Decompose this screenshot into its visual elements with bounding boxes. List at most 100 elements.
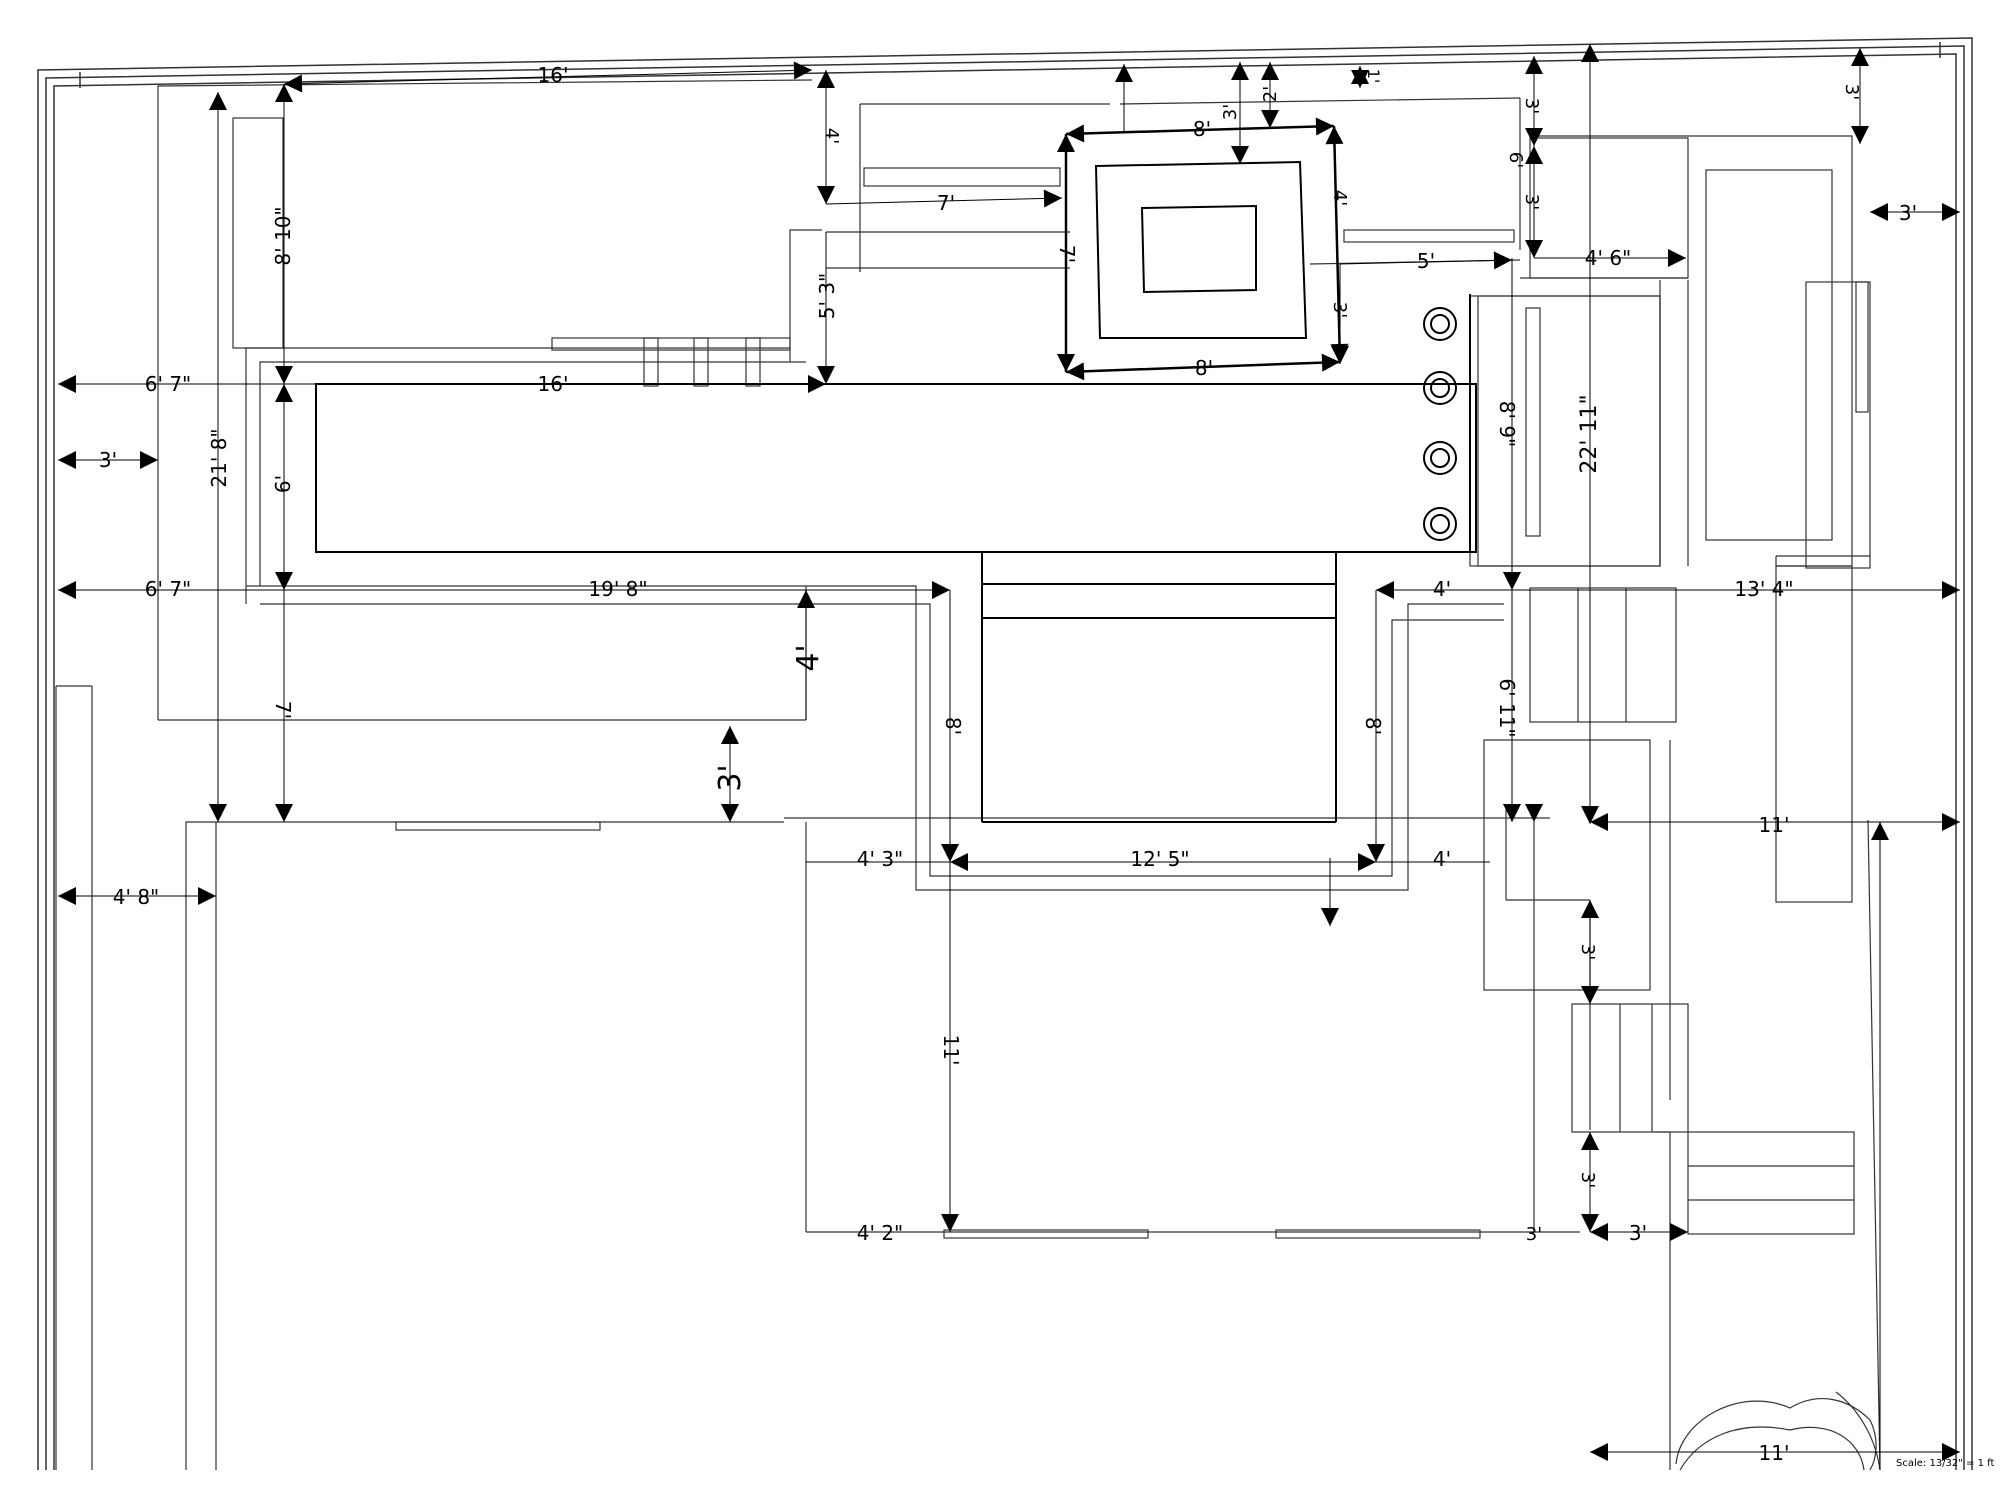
- dimension-arrowhead: [1581, 806, 1599, 824]
- dimension-arrowhead: [817, 366, 835, 384]
- dimension-label: 3': [1629, 1221, 1647, 1245]
- dimension-label: 4': [1329, 190, 1350, 206]
- dimension-arrowhead: [932, 581, 950, 599]
- dimension-arrowhead: [941, 1214, 959, 1232]
- dimension-arrowhead: [209, 92, 227, 110]
- dimension-arrowhead: [1590, 813, 1608, 831]
- dimension-label: 1': [1364, 69, 1383, 84]
- dimension-arrowhead: [1351, 66, 1369, 84]
- dimension-label: 5' 3": [815, 273, 839, 320]
- dimension-label: 19' 8": [588, 577, 647, 601]
- dimension-arrowhead: [721, 804, 739, 822]
- dimension-arrowhead: [1851, 126, 1869, 144]
- dimension-arrowhead: [1525, 56, 1543, 74]
- dimension-arrowhead: [1321, 353, 1340, 372]
- dimension-arrowhead: [1331, 346, 1349, 364]
- dimension-arrowhead: [58, 451, 76, 469]
- dimension-label: 5': [1417, 249, 1435, 273]
- dimension-arrowhead: [1942, 1443, 1960, 1461]
- dimension-label: 4': [1433, 847, 1451, 871]
- dimension-arrowhead: [1066, 362, 1085, 381]
- dimension-line: [1065, 360, 1341, 374]
- dimension-arrowhead: [58, 375, 76, 393]
- dimension-arrowhead: [1590, 1443, 1608, 1461]
- dimension-arrowhead: [1581, 900, 1599, 918]
- dimension-arrowhead: [275, 804, 293, 822]
- dimension-arrowhead: [1043, 189, 1062, 208]
- dimension-label: 3': [1220, 104, 1241, 120]
- dimension-label: 4': [1433, 577, 1451, 601]
- dimension-label: 4' 6": [1585, 246, 1632, 270]
- dimension-arrowhead: [793, 61, 812, 80]
- dimension-arrowhead: [1870, 203, 1888, 221]
- dimension-arrowhead: [1942, 581, 1960, 599]
- dimension-label: 3': [1521, 194, 1542, 210]
- dimension-label: 4': [821, 128, 842, 144]
- dimension-arrowhead: [1581, 986, 1599, 1004]
- dimension-arrowhead: [1057, 134, 1075, 152]
- dimension-arrowhead: [817, 70, 835, 88]
- dimension-label: 6': [1505, 152, 1526, 168]
- dimension-arrowhead: [1581, 44, 1599, 62]
- dimension-arrowhead: [950, 853, 968, 871]
- dimension-label: 3': [99, 448, 117, 472]
- dimension-arrowhead: [1525, 240, 1543, 258]
- dimension-label: 3': [1521, 98, 1542, 114]
- dimension-arrowhead: [275, 384, 293, 402]
- dimension-arrowhead: [58, 581, 76, 599]
- dimension-label: 22' 11": [1577, 394, 1602, 473]
- dimension-arrowhead: [1115, 64, 1133, 82]
- dimension-arrowhead: [1261, 62, 1279, 80]
- dimension-arrowhead: [1493, 251, 1512, 270]
- dimension-arrowhead: [1376, 581, 1394, 599]
- dimension-label: 4' 8": [113, 885, 160, 909]
- dimension-arrowhead: [941, 844, 959, 862]
- dimension-arrowhead: [1871, 822, 1889, 840]
- dimension-arrowhead: [1525, 128, 1543, 146]
- dimension-arrowhead: [1231, 62, 1249, 80]
- dimension-arrowhead: [1315, 117, 1334, 136]
- outer-border: [37, 37, 1973, 1470]
- dimension-label: 7': [271, 701, 295, 719]
- dimension-label: 8' 9": [1495, 401, 1519, 448]
- dimension-arrowhead: [817, 186, 835, 204]
- dimension-arrowhead: [275, 84, 293, 102]
- dimension-label: 7': [1055, 245, 1079, 263]
- dimension-labels: 16' 16' 8' 10" 21' 8" 4' 7' 5' 3" 8' 3' …: [99, 63, 1917, 1465]
- dimension-line: [1065, 124, 1335, 136]
- dimension-label: 3': [1526, 1224, 1542, 1245]
- dimension-arrowhead: [1525, 804, 1543, 822]
- dimension-arrowhead: [198, 887, 216, 905]
- dimension-label: 8': [941, 717, 965, 735]
- dimension-lines: [58, 44, 1960, 1470]
- dimension-arrowhead: [1942, 813, 1960, 831]
- pool: [315, 160, 1477, 823]
- dimension-label: 3': [1577, 1172, 1598, 1188]
- dimension-arrowhead: [1581, 1132, 1599, 1150]
- dimension-label: 6' 7": [145, 372, 192, 396]
- dimension-label: 6': [271, 475, 295, 493]
- dimension-arrowhead: [1581, 1214, 1599, 1232]
- dimension-label: 11': [939, 1035, 963, 1066]
- dimension-arrowhead: [1066, 124, 1085, 143]
- dimension-label: 2': [1260, 86, 1281, 102]
- dimension-arrowhead: [284, 74, 303, 93]
- dimension-arrowhead: [58, 887, 76, 905]
- dimension-label: 8' 10": [271, 206, 295, 265]
- dimension-label: 16': [538, 372, 569, 396]
- dimension-label: 7': [937, 191, 955, 215]
- dimension-label: 8': [1193, 117, 1211, 141]
- dimension-line: [283, 69, 813, 85]
- dimension-arrowhead: [1057, 354, 1075, 372]
- dimension-line: [1339, 259, 1513, 265]
- dimension-label: 6' 11": [1495, 678, 1519, 737]
- dimension-arrowhead: [1670, 1223, 1688, 1241]
- dimension-arrowhead: [275, 366, 293, 384]
- dimension-arrowhead: [209, 804, 227, 822]
- dimension-arrowhead: [1261, 110, 1279, 128]
- dimension-label: 3': [713, 764, 748, 791]
- dimension-arrowhead: [1367, 844, 1385, 862]
- dimension-label: 3': [1841, 84, 1862, 100]
- dimension-line: [825, 197, 1063, 205]
- dimension-arrowhead: [140, 451, 158, 469]
